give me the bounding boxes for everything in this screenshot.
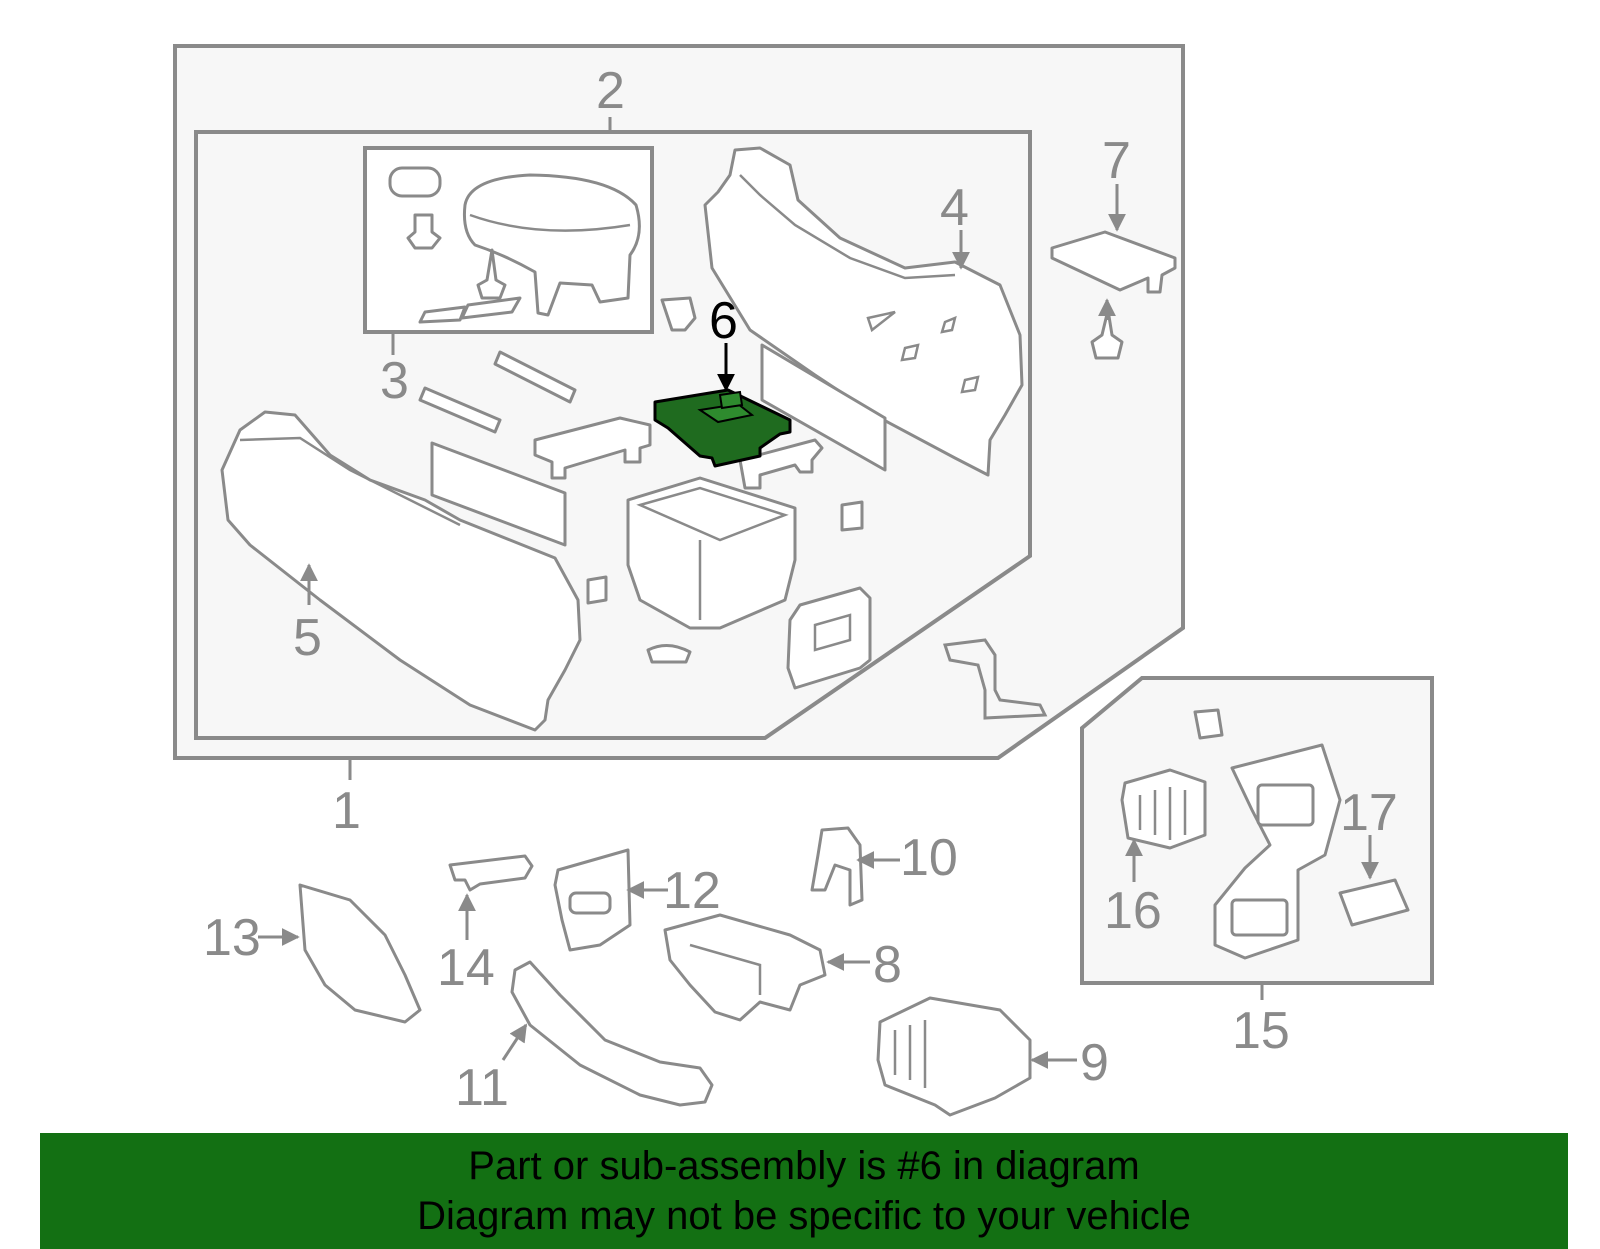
callout-7: 7 — [1102, 132, 1131, 190]
bracket-strip-a — [493, 350, 577, 404]
vent-16 — [1120, 768, 1207, 850]
callout-12: 12 — [663, 862, 721, 920]
shift-bracket — [786, 586, 872, 690]
duct-9 — [876, 996, 1032, 1117]
bracket-rear — [738, 438, 824, 490]
callout-8: 8 — [873, 936, 902, 994]
side-panel-tab-c — [940, 315, 957, 334]
callout-5: 5 — [293, 609, 322, 667]
bracket-front — [533, 416, 652, 480]
callout-6: 6 — [709, 292, 738, 350]
armrest-lid-seam — [469, 213, 631, 232]
center-bracket-8-detail — [689, 943, 762, 995]
callout-16: 16 — [1104, 882, 1162, 940]
pad-strip-left — [430, 441, 567, 547]
console-side-left-edge — [239, 436, 461, 527]
shift-bracket-slot — [813, 613, 852, 652]
leader-11 — [501, 1023, 528, 1061]
clip-15 — [1193, 708, 1224, 740]
bolt-7 — [1090, 308, 1124, 360]
duct-9-ribs — [893, 1020, 927, 1088]
side-panel-right-edge — [739, 174, 956, 280]
vent-16-louvres — [1138, 787, 1187, 840]
callout-3: 3 — [380, 352, 409, 410]
armrest-button — [388, 166, 442, 198]
rear-panel-15-window — [1256, 783, 1315, 827]
side-panel-tab-a — [900, 343, 920, 362]
grommet-b — [586, 575, 608, 605]
bracket-7 — [1050, 230, 1177, 294]
callout-15: 15 — [1232, 1002, 1290, 1060]
callout-17: 17 — [1340, 784, 1398, 842]
callout-2: 2 — [596, 62, 625, 120]
rail-11 — [510, 960, 714, 1107]
highlight-part-6-tab — [718, 390, 744, 410]
console-box-body — [626, 476, 797, 630]
console-box-rim — [636, 486, 789, 542]
pad-strip-right — [760, 343, 887, 472]
center-bracket-8 — [663, 913, 827, 1022]
info-banner: Part or sub-assembly is #6 in diagram Di… — [40, 1133, 1568, 1249]
rear-panel-15-outlet — [1230, 898, 1289, 937]
banner-line-part: Part or sub-assembly is #6 in diagram — [468, 1144, 1140, 1188]
callout-11: 11 — [455, 1059, 509, 1117]
side-panel-tab-b — [960, 375, 980, 394]
armrest-pad-left — [418, 305, 467, 324]
bracket-strip-b — [418, 386, 502, 434]
cup-holder-lid — [646, 644, 692, 664]
side-panel-slot — [866, 310, 896, 333]
wire-harness — [942, 638, 1048, 720]
armrest-clip — [406, 213, 442, 250]
side-panel-right — [703, 146, 1024, 477]
armrest-lid — [463, 173, 641, 317]
callout-9: 9 — [1080, 1034, 1109, 1092]
panel-12-switch — [568, 891, 612, 915]
console-side-left — [220, 410, 582, 732]
socket-17 — [1338, 878, 1410, 927]
bracket-10 — [810, 826, 864, 907]
armrest-screw — [476, 248, 507, 300]
clip-center — [660, 296, 697, 332]
armrest-pad-right — [460, 296, 522, 320]
callout-10: 10 — [900, 829, 958, 887]
bracket-14 — [448, 854, 534, 892]
callout-4: 4 — [940, 179, 969, 237]
banner-line-disclaimer: Diagram may not be specific to your vehi… — [417, 1194, 1191, 1238]
callout-13: 13 — [203, 909, 261, 967]
callout-14: 14 — [437, 939, 495, 997]
grommet-a — [840, 500, 864, 532]
highlight-part-6 — [653, 388, 792, 468]
callout-1: 1 — [332, 782, 361, 840]
cover-13 — [298, 883, 422, 1024]
